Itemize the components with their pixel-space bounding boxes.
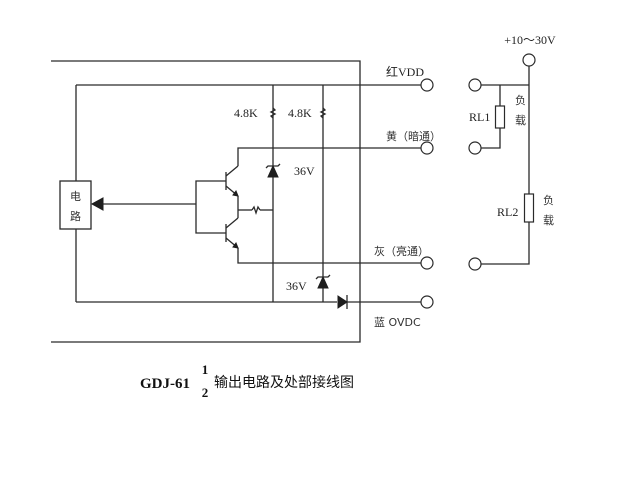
rl1-note-1: 负 — [515, 93, 526, 107]
yellow-output-wire — [237, 147, 421, 166]
transistor-upper — [225, 165, 239, 197]
zener-upper-label: 36V — [294, 164, 315, 178]
resistor-pullup-right-icon — [319, 107, 327, 119]
circuit-block — [59, 180, 92, 230]
caption-text: 输出电路及处部接线图 — [214, 374, 354, 391]
base-bus-wire — [195, 180, 226, 234]
rl1-note-2: 载 — [515, 114, 526, 127]
rl2-note-1: 负 — [543, 193, 554, 207]
caption-fraction-numerator: 1 — [202, 362, 209, 377]
rl2-label: RL2 — [497, 205, 518, 219]
external-terminal-yellow[interactable] — [468, 141, 482, 155]
rl1-load-resistor — [494, 105, 506, 129]
rl2-wire-bottom — [481, 222, 530, 265]
resistor-pullup-left-icon — [269, 107, 277, 119]
terminal-vdd[interactable] — [420, 78, 434, 92]
zener-lower-label: 36V — [286, 279, 307, 293]
external-terminal-vdd[interactable] — [468, 78, 482, 92]
supply-terminal[interactable] — [522, 53, 536, 67]
terminal-vdd-label: 红VDD — [386, 64, 424, 79]
sensor-enclosure — [51, 60, 361, 343]
resistor-small-icon — [251, 205, 261, 216]
rl2-note-2: 载 — [543, 214, 554, 227]
terminal-gray-label: 灰（亮通） — [374, 244, 429, 258]
circuit-block-label-1: 电 — [70, 190, 81, 203]
circuit-block-label-2: 路 — [70, 210, 81, 223]
terminal-yellow-label: 黄（暗通） — [386, 129, 441, 143]
diode-icon — [337, 295, 348, 309]
terminal-blue[interactable] — [420, 295, 434, 309]
terminal-gray[interactable] — [420, 256, 434, 270]
caption-fraction-denominator: 2 — [202, 385, 209, 400]
arrow-left-icon — [90, 197, 104, 211]
rl2-load-resistor — [523, 193, 535, 223]
zener-upper-icon — [265, 163, 281, 178]
terminal-blue-label: 蓝 OVDC — [374, 316, 421, 329]
zener-lower-icon — [315, 274, 331, 289]
supply-voltage-label: +10～30V — [504, 33, 556, 47]
terminal-yellow[interactable] — [420, 141, 434, 155]
gray-output-wire — [237, 248, 421, 264]
pullup-left-label: 4.8K — [234, 106, 258, 120]
transistor-lower — [225, 217, 239, 249]
external-terminal-gray[interactable] — [468, 257, 482, 271]
caption-model: GDJ-61 — [140, 376, 190, 392]
rl1-label: RL1 — [469, 110, 490, 124]
pullup-right-label: 4.8K — [288, 106, 312, 120]
rl1-wire-bottom — [481, 128, 501, 149]
